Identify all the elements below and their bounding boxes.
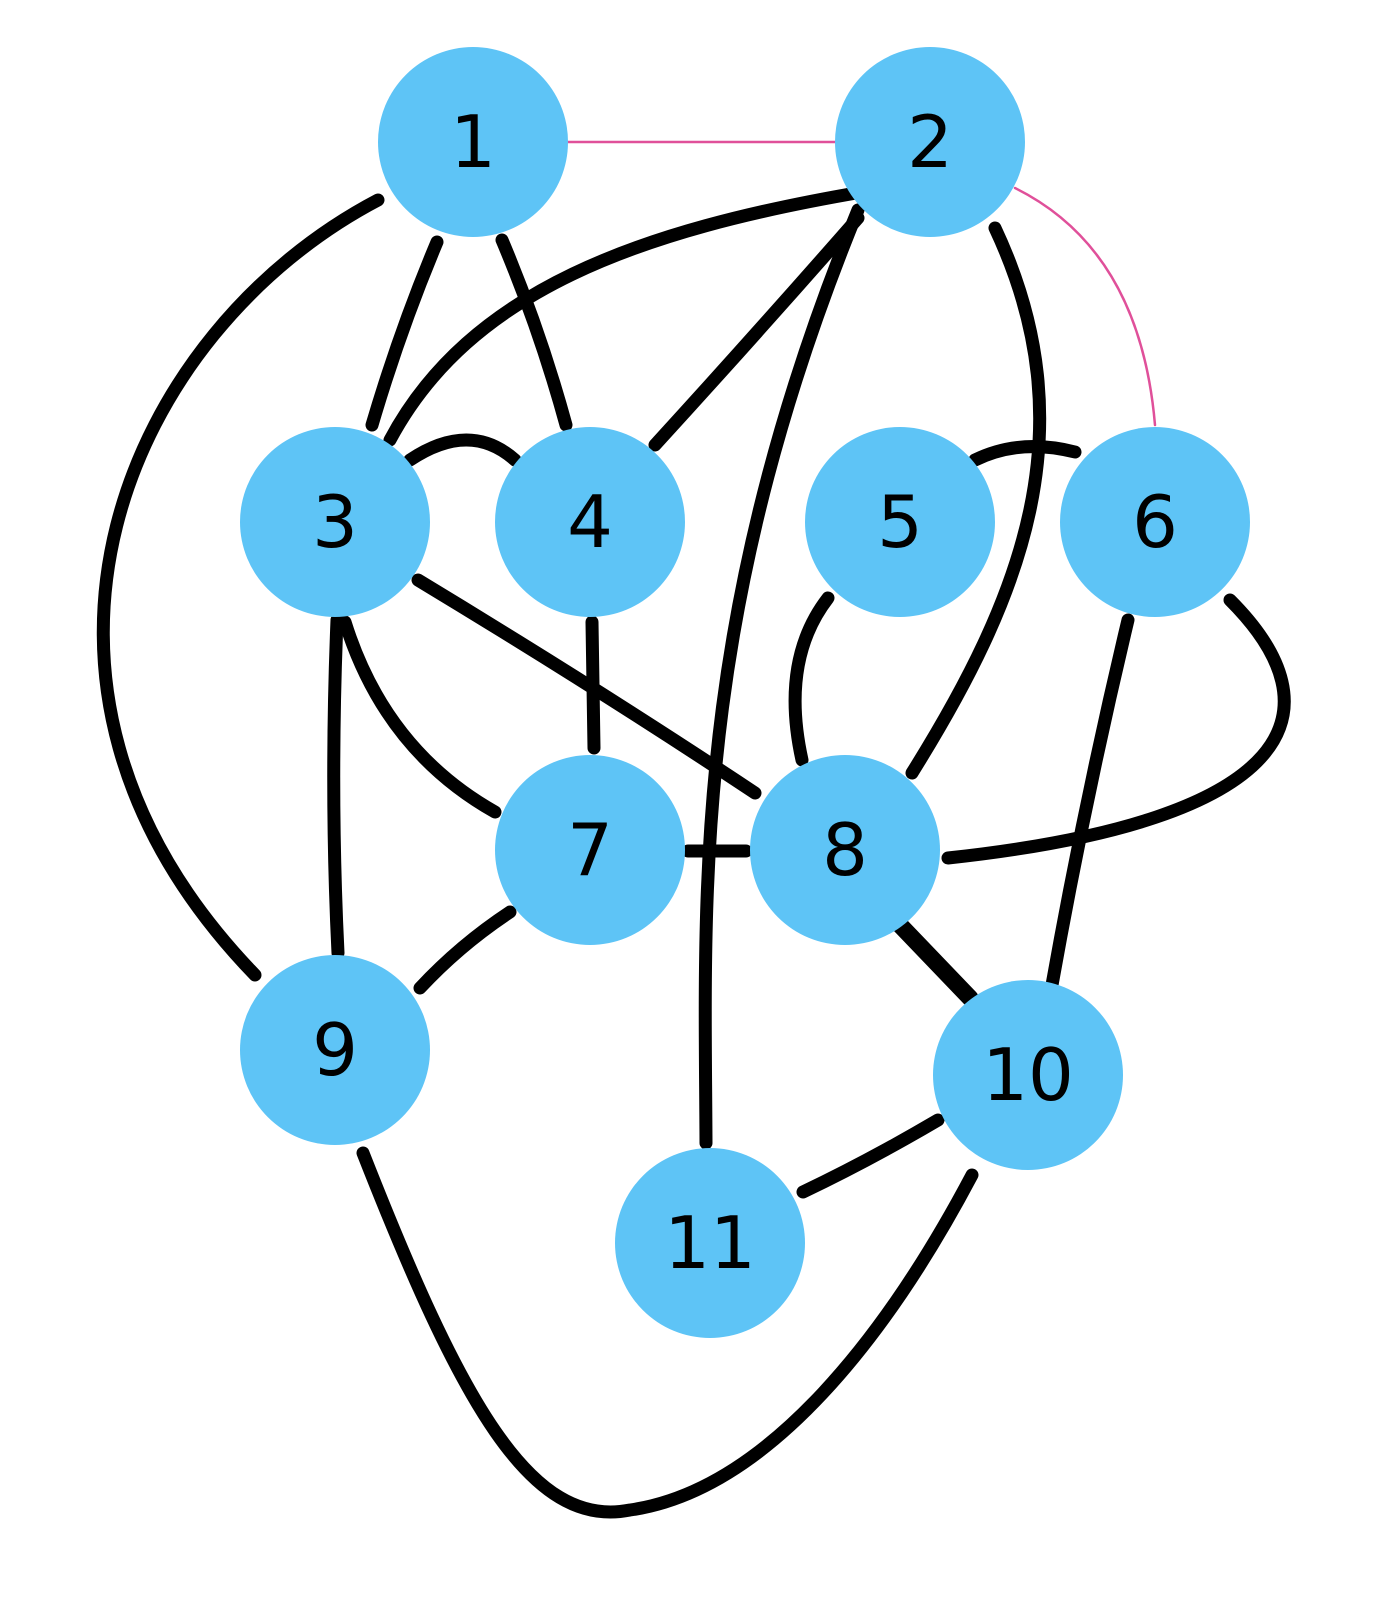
node-label-9: 9: [312, 1008, 358, 1092]
edge-4-7: [585, 615, 601, 755]
node-9: 9: [240, 955, 430, 1145]
node-label-5: 5: [877, 480, 923, 564]
node-label-8: 8: [822, 808, 868, 892]
node-label-1: 1: [450, 100, 496, 184]
node-circle-11: [615, 1148, 805, 1338]
node-label-6: 6: [1132, 480, 1178, 564]
edge-6-10: [1045, 613, 1135, 992]
edge-3-9: [327, 613, 345, 960]
node-6: 6: [1060, 427, 1250, 617]
edge-5-6: [968, 440, 1082, 467]
edge-3-7: [338, 615, 502, 819]
node-circle-2: [835, 47, 1025, 237]
node-circle-4: [495, 427, 685, 617]
node-3: 3: [240, 427, 430, 617]
node-4: 4: [495, 427, 685, 617]
node-2: 2: [835, 47, 1025, 237]
node-label-3: 3: [312, 480, 358, 564]
node-circle-10: [933, 980, 1123, 1170]
node-5: 5: [805, 427, 995, 617]
node-circle-8: [750, 755, 940, 945]
edge-6-8: [941, 593, 1291, 865]
node-circle-7: [495, 755, 685, 945]
node-10: 10: [933, 980, 1123, 1170]
node-circle-9: [240, 955, 430, 1145]
node-label-10: 10: [982, 1033, 1074, 1117]
edge-5-8: [788, 591, 835, 767]
edge-2-6: [1013, 186, 1157, 427]
edge-2-11: [698, 203, 865, 1150]
node-label-7: 7: [567, 808, 613, 892]
node-label-2: 2: [907, 100, 953, 184]
edges-layer: [96, 140, 1291, 1519]
edge-2-3: [383, 185, 869, 447]
node-label-4: 4: [567, 480, 613, 564]
node-label-11: 11: [664, 1201, 756, 1285]
node-11: 11: [615, 1148, 805, 1338]
edge-2-8: [905, 221, 1047, 780]
edge-1-3: [365, 235, 444, 432]
node-7: 7: [495, 755, 685, 945]
edge-8-10: [891, 916, 979, 1007]
edge-10-11: [796, 1113, 945, 1199]
node-8: 8: [750, 755, 940, 945]
edge-3-4: [403, 433, 522, 467]
edge-7-9: [413, 905, 517, 995]
nodes-layer: 1 2 3 4 5 6 7 8 9 10 11: [240, 47, 1250, 1338]
node-circle-3: [240, 427, 430, 617]
edge-1-9: [96, 193, 385, 982]
edge-2-4: [648, 211, 865, 452]
edge-1-4: [495, 233, 573, 432]
node-circle-6: [1060, 427, 1250, 617]
node-circle-5: [805, 427, 995, 617]
node-circle-1: [378, 47, 568, 237]
edge-9-10: [356, 1146, 979, 1519]
node-1: 1: [378, 47, 568, 237]
